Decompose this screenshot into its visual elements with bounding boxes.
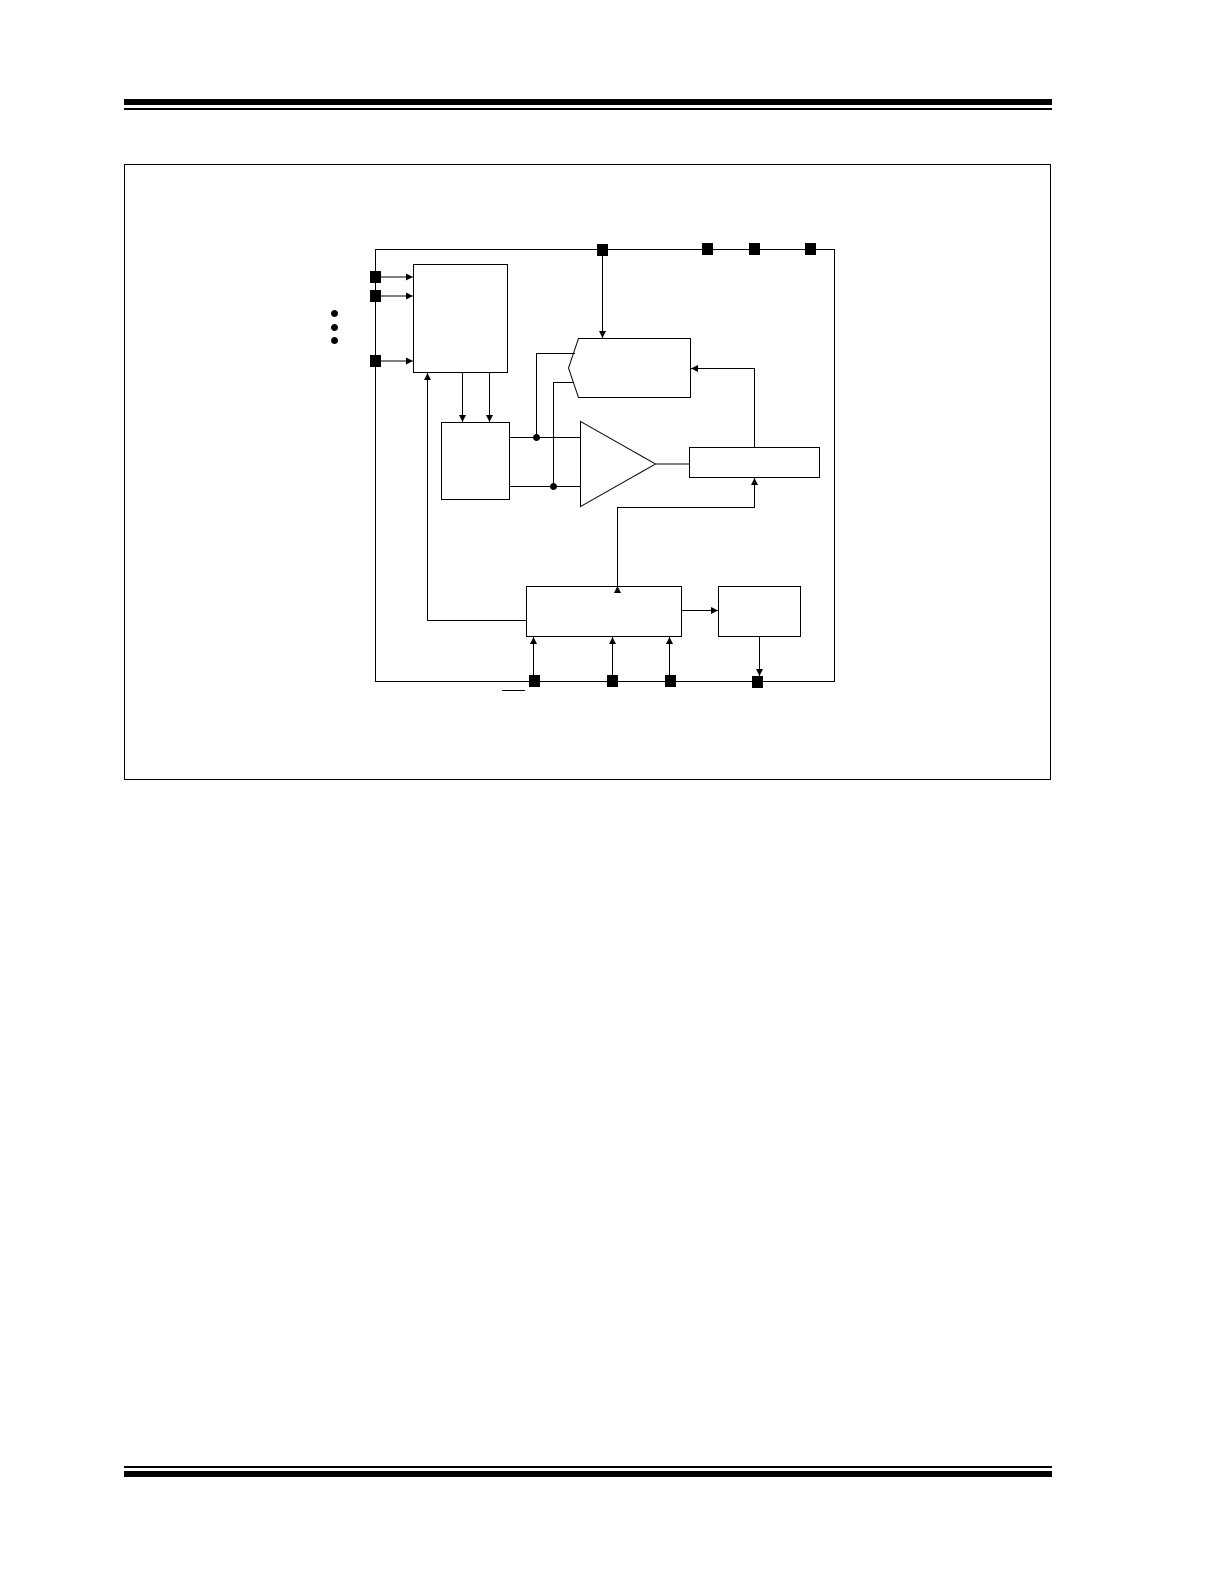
pin-vref — [597, 244, 608, 256]
channel-ellipsis-dot — [331, 337, 338, 344]
pin-dout — [752, 676, 763, 688]
sar-dac-feedback — [691, 365, 755, 447]
comparator-block — [580, 420, 657, 508]
control-mux-link — [424, 373, 526, 621]
channel-ellipsis-dot — [331, 324, 338, 331]
header-rule-thin — [124, 108, 1052, 110]
junction-dot — [550, 483, 557, 490]
pin-vdd — [702, 243, 713, 255]
dac-bottom-wire — [553, 382, 573, 487]
control-logic-block — [526, 586, 682, 637]
pin-chn — [370, 355, 381, 367]
control-sar-link — [614, 478, 758, 593]
figure-frame — [124, 164, 1051, 780]
pin-dgnd — [749, 243, 760, 255]
pin-ch1 — [370, 290, 381, 302]
footer-rule-thin — [124, 1466, 1052, 1468]
channel-ellipsis-dot — [331, 310, 338, 317]
pin-cs-shdn — [529, 675, 540, 687]
dac-top-wire — [536, 353, 575, 438]
sample-hold-block — [441, 422, 510, 500]
junction-dot — [533, 434, 540, 441]
sar-register-block — [689, 447, 820, 478]
pin-agnd — [805, 243, 816, 255]
pin-din — [607, 675, 618, 687]
dac-block — [567, 338, 691, 398]
input-mux-block — [413, 264, 508, 373]
footer-rule-thick — [124, 1471, 1052, 1477]
chip-outline — [375, 249, 835, 682]
header-rule-thick — [124, 99, 1052, 105]
shift-register-block — [718, 586, 801, 637]
pin-clk — [665, 675, 676, 687]
pin-ch0 — [370, 271, 381, 283]
